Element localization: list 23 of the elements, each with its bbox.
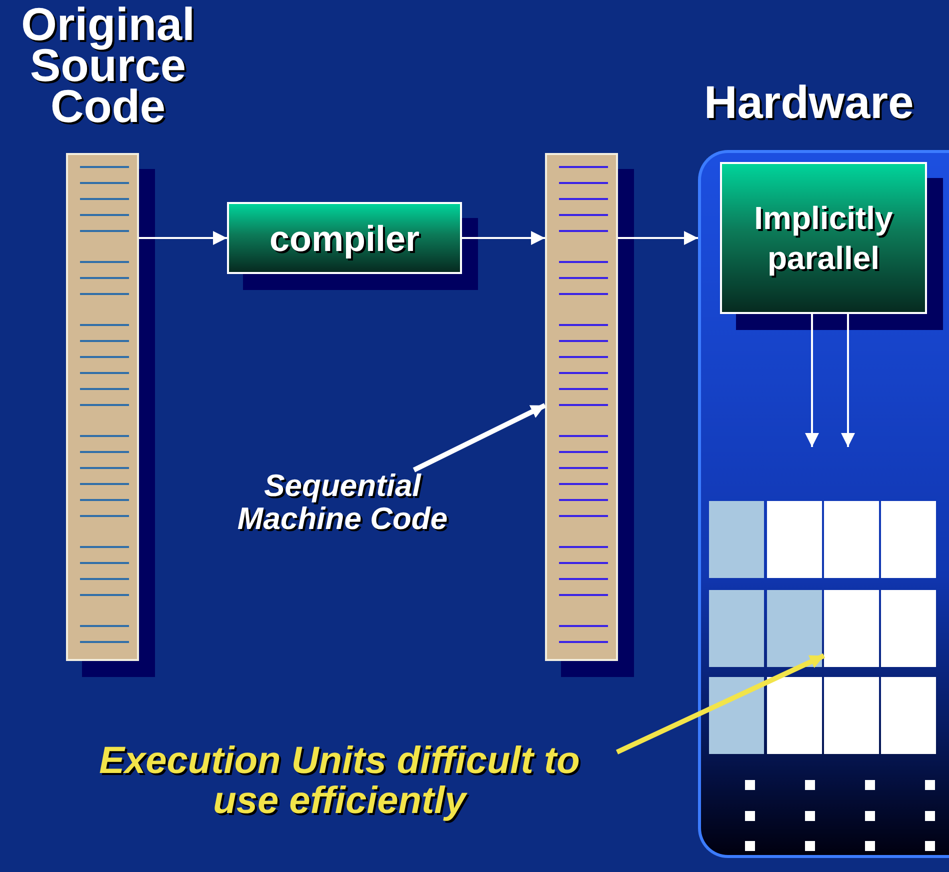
execution-unit (824, 677, 879, 754)
arrow (805, 314, 819, 447)
execution-unit (709, 501, 764, 578)
leader-line (412, 403, 546, 472)
execution-unit (881, 501, 936, 578)
heading: Original Source Code (20, 4, 196, 127)
execution-unit (709, 590, 764, 667)
arrow (139, 231, 227, 245)
arrow (462, 231, 545, 245)
annotation-text: Sequential Machine Code (205, 470, 480, 536)
execution-unit (881, 677, 936, 754)
arrow (841, 314, 855, 447)
annotation-text: Execution Units difficult to use efficiently (62, 742, 617, 822)
arrow (618, 231, 698, 245)
execution-unit (824, 501, 879, 578)
heading: Hardware (704, 75, 914, 130)
execution-unit (767, 590, 822, 667)
execution-unit (767, 677, 822, 754)
execution-unit (824, 590, 879, 667)
execution-unit (767, 501, 822, 578)
leader-line (616, 653, 826, 754)
execution-unit (709, 677, 764, 754)
execution-unit (881, 590, 936, 667)
